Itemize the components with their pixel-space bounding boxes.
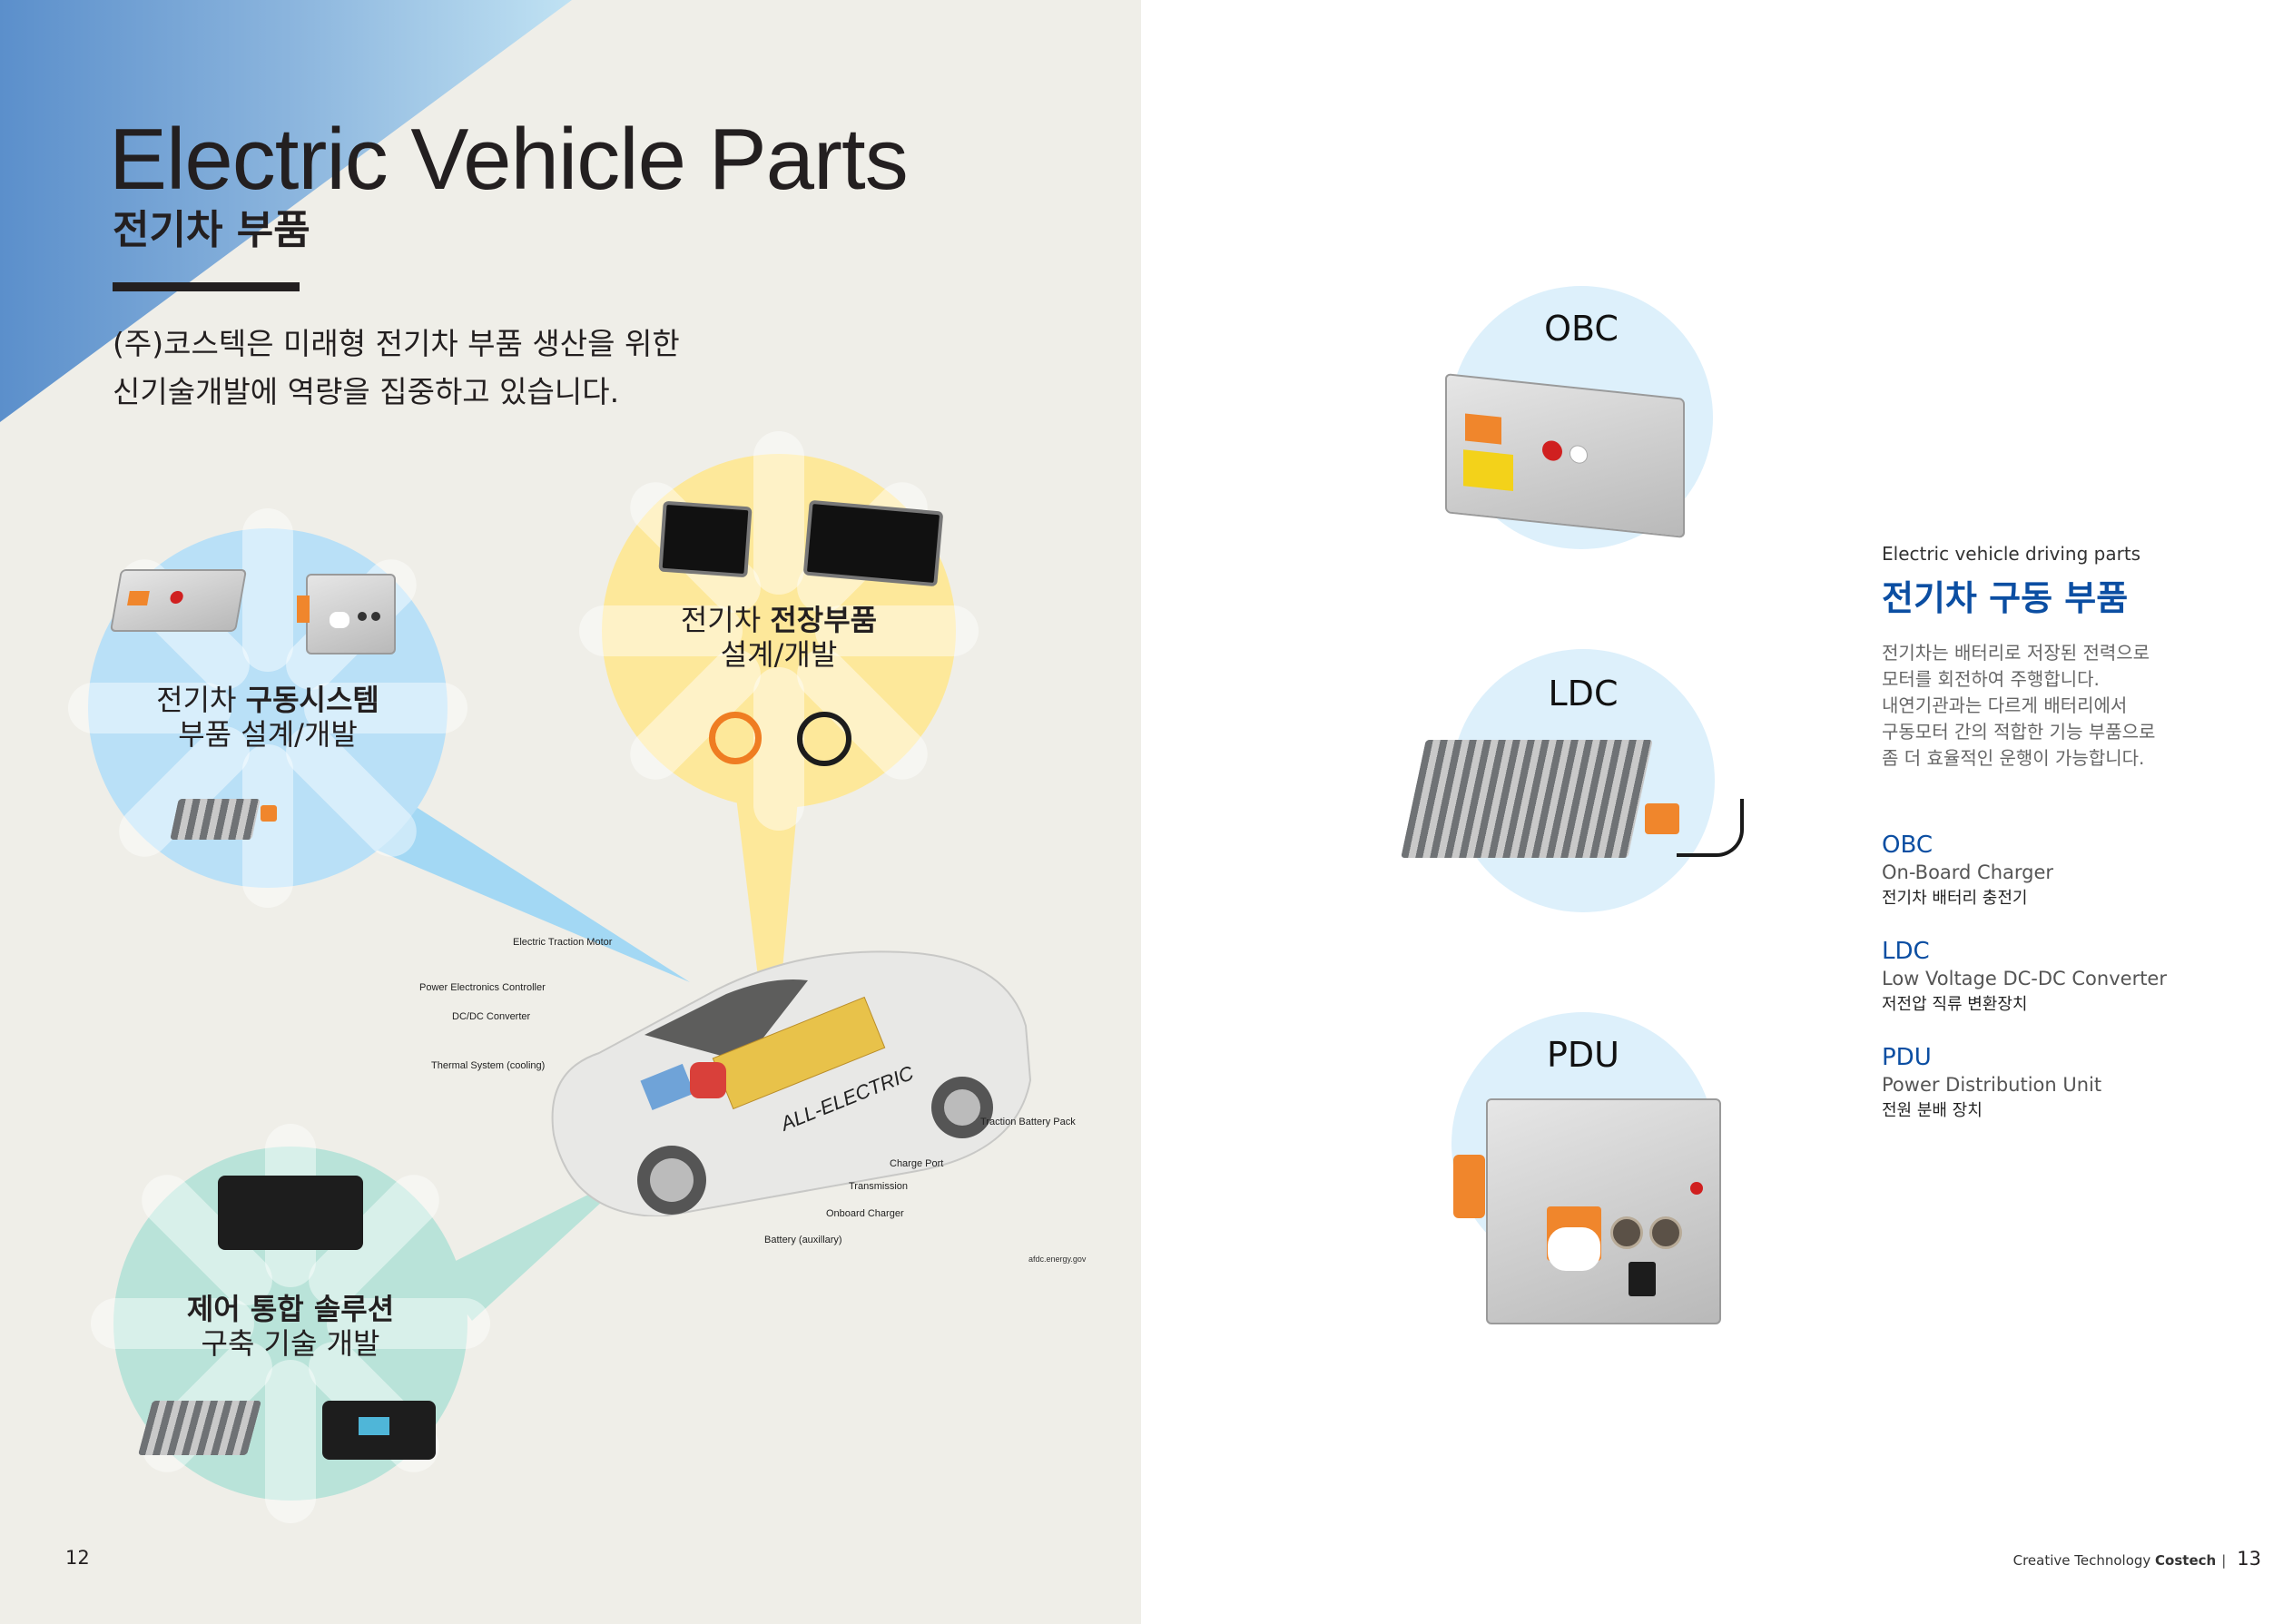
label-bold-text: 전장부품 [770, 603, 878, 637]
car-illustration: ALL-ELECTRIC [551, 950, 1032, 1216]
callout-traction-battery-pack: Traction Battery Pack [980, 1117, 1076, 1127]
ldc-circle-label: LDC [1548, 674, 1619, 714]
drive-system-label: 전기차 구동시스템 부품 설계/개발 [88, 683, 448, 752]
page-title-korean: 전기차 부품 [113, 207, 310, 253]
wide-display-screen-image [802, 499, 944, 587]
ldc-cable [1677, 799, 1744, 857]
section-subtitle: Electric vehicle driving parts [1882, 543, 2141, 565]
electronics-label: 전기차 전장부품 설계/개발 [602, 603, 956, 672]
callout-battery-auxillary: Battery (auxillary) [764, 1235, 842, 1245]
label-bold-text: 제어 통합 솔루션 [186, 1292, 395, 1326]
item-obc: OBC On-Board Charger 전기차 배터리 충전기 [1882, 831, 2053, 911]
pdu-product-photo [1453, 1098, 1721, 1324]
page-title-english: Electric Vehicle Parts [109, 111, 909, 208]
callout-electric-traction-motor: Electric Traction Motor [513, 937, 613, 948]
page-number-left: 12 [65, 1547, 90, 1569]
label-bold-text: 구동시스템 [245, 683, 379, 717]
description-line: 내연기관과는 다르게 배터리에서 [1882, 694, 2128, 716]
item-abbr: PDU [1882, 1044, 1932, 1071]
callout-transmission: Transmission [849, 1181, 908, 1192]
pdu-circle-label: PDU [1547, 1035, 1619, 1075]
footer: Creative Technology Costech| 13 [2013, 1548, 2261, 1570]
black-cable-image [797, 712, 851, 766]
ldc-product-photo [1401, 740, 1653, 858]
title-underline [113, 282, 300, 291]
label-line2: 설계/개발 [720, 637, 838, 672]
obc-circle-label: OBC [1544, 309, 1619, 349]
control-solution-bubble: 제어 통합 솔루션 구축 기술 개발 [91, 1124, 490, 1523]
spoke-decoration [265, 1360, 316, 1523]
image-credit: afdc.energy.gov [1028, 1255, 1087, 1264]
spoke-decoration [753, 667, 804, 831]
ldc-orange-connector [1645, 803, 1679, 834]
description-line: 좀 더 효율적인 운행이 가능합니다. [1882, 747, 2145, 769]
footer-brand-prefix: Creative Technology [2012, 1552, 2156, 1569]
drive-system-bubble: 전기차 구동시스템 부품 설계/개발 [68, 508, 467, 908]
pdu-product-image [297, 574, 396, 655]
ecu-product-image [218, 1176, 363, 1250]
bubble-tails [363, 790, 799, 1321]
callout-dcdc-converter: DC/DC Converter [452, 1011, 531, 1022]
electronics-bubble: 전기차 전장부품 설계/개발 [579, 431, 979, 831]
item-pdu: PDU Power Distribution Unit 전원 분배 장치 [1882, 1043, 2101, 1124]
callout-charge-port: Charge Port [890, 1158, 944, 1169]
intro-line: 신기술개발에 역량을 집중하고 있습니다. [113, 374, 620, 409]
ev-car-diagram: ALL-ELECTRIC Electric Traction Motor Pow… [419, 890, 1086, 1264]
item-ldc: LDC Low Voltage DC-DC Converter 저전압 직류 변… [1882, 937, 2167, 1018]
label-line2: 부품 설계/개발 [178, 717, 358, 752]
callout-power-electronics-controller: Power Electronics Controller [419, 982, 546, 993]
blue-bubble-tail [363, 808, 690, 982]
spoke-decoration [242, 508, 293, 672]
ldc-product-image [170, 799, 261, 840]
right-page: OBC LDC PDU Electric vehicle driving par… [1141, 0, 2283, 1624]
description-line: 모터를 회전하여 주행합니다. [1882, 668, 2100, 690]
telematics-unit-image [322, 1401, 436, 1460]
item-full-name: Power Distribution Unit [1882, 1074, 2102, 1096]
callout-thermal-system: Thermal System (cooling) [431, 1060, 546, 1071]
description-line: 전기차는 배터리로 저장된 전력으로 [1882, 642, 2150, 664]
section-description: 전기차는 배터리로 저장된 전력으로 모터를 회전하여 주행합니다. 내연기관과… [1882, 640, 2155, 772]
control-solution-label: 제어 통합 솔루션 구축 기술 개발 [113, 1292, 467, 1361]
callout-onboard-charger: Onboard Charger [826, 1208, 904, 1219]
intro-paragraph: (주)코스텍은 미래형 전기차 부품 생산을 위한 신기술개발에 역량을 집중하… [113, 320, 680, 416]
label-normal-text: 전기차 [680, 603, 771, 637]
obc-product-photo [1445, 373, 1685, 538]
display-screen-image [658, 500, 753, 578]
item-korean-name: 저전압 직류 변환장치 [1882, 995, 2028, 1014]
metal-ecu-image [137, 1401, 262, 1455]
section-title: 전기차 구동 부품 [1882, 578, 2129, 618]
item-full-name: On-Board Charger [1882, 861, 2054, 883]
teal-bubble-tail [436, 1171, 635, 1321]
intro-line: (주)코스텍은 미래형 전기차 부품 생산을 위한 [113, 326, 680, 361]
page-number-right: 13 [2237, 1548, 2261, 1570]
footer-brand-name: Costech [2155, 1552, 2217, 1569]
left-page: Electric Vehicle Parts 전기차 부품 (주)코스텍은 미래… [0, 0, 1141, 1624]
item-abbr: OBC [1882, 832, 1933, 859]
spoke-decoration [753, 431, 804, 595]
item-abbr: LDC [1882, 938, 1930, 965]
label-line2: 구축 기술 개발 [201, 1326, 380, 1361]
label-normal-text: 전기차 [156, 683, 246, 717]
obc-product-image [109, 569, 248, 632]
description-line: 구동모터 간의 적합한 기능 부품으로 [1882, 721, 2156, 743]
item-korean-name: 전기차 배터리 충전기 [1882, 889, 2028, 908]
item-full-name: Low Voltage DC-DC Converter [1882, 968, 2167, 989]
footer-separator: | [2221, 1552, 2227, 1569]
item-korean-name: 전원 분배 장치 [1882, 1101, 1983, 1120]
orange-cable-image [709, 712, 762, 764]
connector-icon [261, 805, 277, 822]
yellow-bubble-tail [735, 790, 799, 1089]
